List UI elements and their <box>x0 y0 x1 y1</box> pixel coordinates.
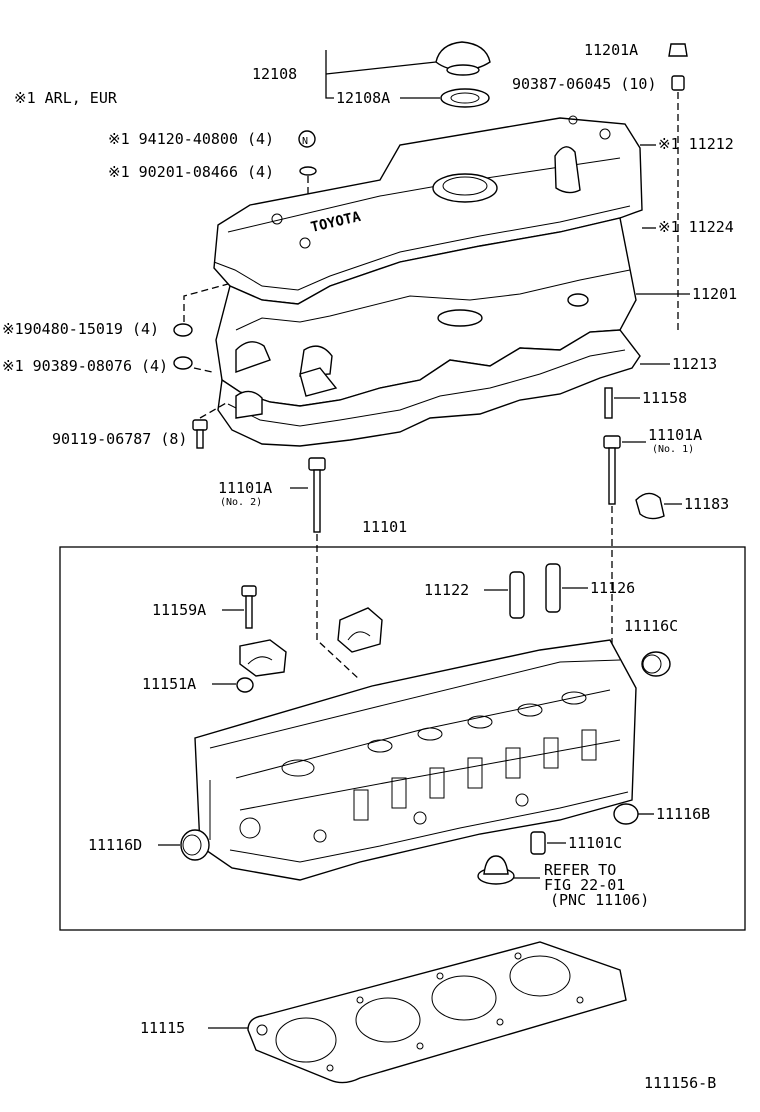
bolt-90119 <box>192 419 208 449</box>
label-11116d: 11116D <box>88 836 142 854</box>
label-11101a-no2: 11101A <box>218 479 272 497</box>
oil-filler-cap <box>435 41 491 76</box>
label-11116c: 11116C <box>624 617 678 635</box>
label-11101: 11101 <box>362 518 407 536</box>
label-11101a-no1: 11101A <box>648 426 702 444</box>
label-90389-08076: ※1 90389-08076 (4) <box>2 357 168 375</box>
label-11158: 11158 <box>642 389 687 407</box>
label-11224: ※1 11224 <box>658 218 734 236</box>
label-11115: 11115 <box>140 1019 185 1037</box>
seal-90389 <box>173 356 193 370</box>
head-bolt-no1 <box>603 435 621 505</box>
cam-cap-center <box>337 607 383 653</box>
label-11101a-no2-sub: (No. 2) <box>220 497 262 508</box>
valve-guide-11126 <box>545 563 561 613</box>
plug-11116c <box>641 651 671 677</box>
label-90387-06045: 90387-06045 (10) <box>512 75 657 93</box>
label-11116b: 11116B <box>656 805 710 823</box>
cam-cap-11151a <box>239 639 287 677</box>
plug-11116d <box>180 829 210 861</box>
label-90119-06787: 90119-06787 (8) <box>52 430 187 448</box>
refer-line-2: FIG 22-01 <box>544 876 625 894</box>
label-11183: 11183 <box>684 495 729 513</box>
sleeve-11101c <box>530 831 546 855</box>
label-11101c: 11101C <box>568 834 622 852</box>
label-90201-08466: ※1 90201-08466 (4) <box>108 163 274 181</box>
label-11201: 11201 <box>692 285 737 303</box>
label-11101a-no1-sub: (No. 1) <box>652 444 694 455</box>
label-12108a: 12108A <box>336 89 390 107</box>
label-11212: ※1 11212 <box>658 135 734 153</box>
cylinder-head-gasket <box>247 941 627 1084</box>
label-11159a: 11159A <box>152 601 206 619</box>
plug-11116b <box>613 803 639 825</box>
grommet-90480 <box>173 323 193 337</box>
label-90480-15019: ※190480-15019 (4) <box>2 320 159 338</box>
label-94120-40800: ※1 94120-40800 (4) <box>108 130 274 148</box>
cylinder-head <box>194 639 637 881</box>
dowel-11151a <box>236 677 254 693</box>
label-11213: 11213 <box>672 355 717 373</box>
label-12108: 12108 <box>252 65 297 83</box>
label-11201a: 11201A <box>584 41 638 59</box>
svg-text:N: N <box>302 136 308 147</box>
filler-cap-gasket <box>440 88 490 108</box>
cylinder-head-assembly-box <box>59 546 746 931</box>
head-bolt-no2 <box>308 457 326 533</box>
collar-90387 <box>671 75 685 91</box>
nut-11201a <box>668 43 688 57</box>
figure-id: 111156-B <box>644 1074 716 1092</box>
valve-guide-11122 <box>509 571 525 619</box>
refer-line-3: (PNC 11106) <box>550 891 649 909</box>
bolt-11159a <box>241 585 257 629</box>
nozzle-holder-ref <box>477 855 540 885</box>
washer-90201 <box>299 166 317 176</box>
nut-94120: N <box>298 130 316 148</box>
clip-11183 <box>635 492 665 520</box>
stud-11158 <box>604 387 613 419</box>
refer-line-1: REFER TO <box>544 861 616 879</box>
label-11126: 11126 <box>590 579 635 597</box>
head-cover-gasket <box>217 329 641 447</box>
applicability-note: ※1 ARL, EUR <box>14 89 118 107</box>
label-11122: 11122 <box>424 581 469 599</box>
label-11151a: 11151A <box>142 675 196 693</box>
